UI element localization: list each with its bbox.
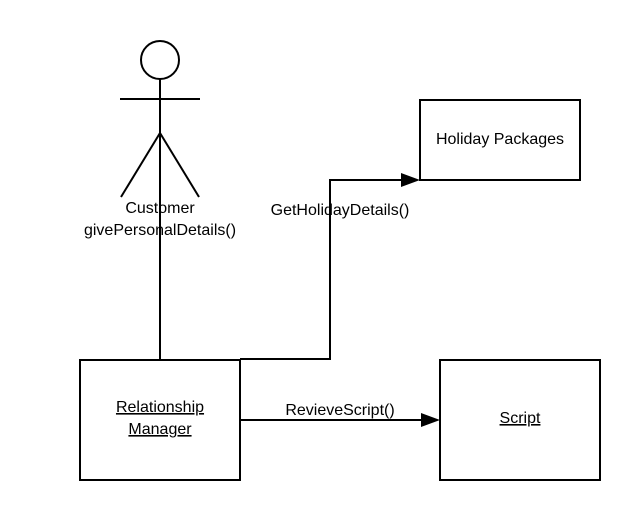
customer-actor[interactable] bbox=[120, 40, 200, 360]
review-script-label: RevieveScript() bbox=[285, 402, 394, 419]
holiday-packages-object[interactable]: Holiday Packages bbox=[419, 99, 581, 181]
relationship-manager-label-line2: Manager bbox=[128, 421, 192, 438]
actor-left-leg bbox=[120, 132, 161, 198]
relationship-manager-label-line1: Relationship bbox=[116, 399, 204, 416]
actor-message-label: givePersonalDetails() bbox=[84, 222, 236, 239]
get-holiday-details-connector[interactable] bbox=[240, 173, 420, 360]
script-label: Script bbox=[500, 410, 541, 427]
actor-head bbox=[140, 40, 180, 80]
get-holiday-details-label: GetHolidayDetails() bbox=[271, 202, 410, 219]
holiday-packages-box bbox=[419, 99, 581, 181]
relationship-manager-object[interactable]: Relationship Manager bbox=[79, 359, 241, 481]
review-script-arrowhead bbox=[421, 413, 440, 427]
get-holiday-details-line bbox=[240, 179, 402, 360]
holiday-packages-label: Holiday Packages bbox=[436, 131, 564, 148]
actor-right-leg bbox=[159, 132, 200, 198]
actor-name-label: Customer bbox=[125, 200, 195, 217]
get-holiday-details-arrowhead bbox=[401, 173, 420, 187]
relationship-manager-box bbox=[79, 359, 241, 481]
review-script-connector[interactable] bbox=[240, 413, 440, 427]
script-object[interactable]: Script bbox=[439, 359, 601, 481]
script-box bbox=[439, 359, 601, 481]
